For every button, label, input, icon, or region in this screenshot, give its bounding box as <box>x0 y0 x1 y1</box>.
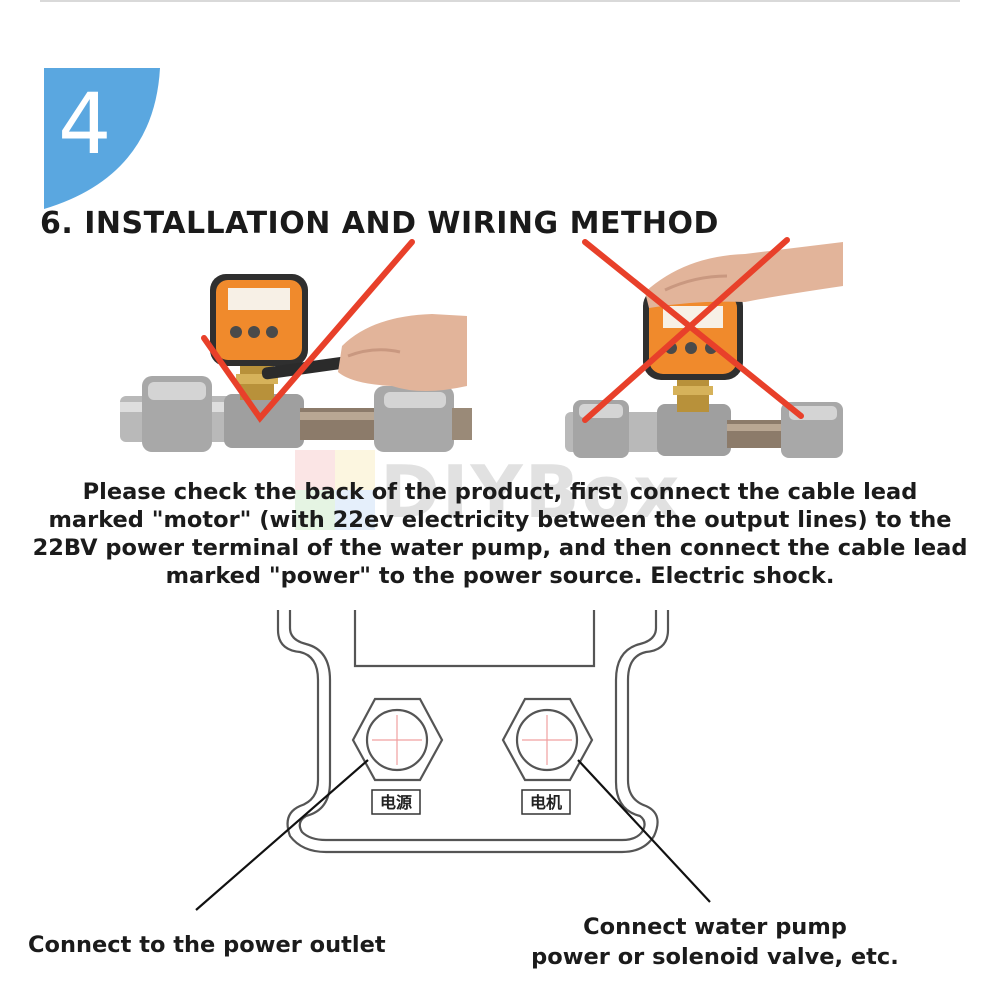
motor-port-label: 电机 <box>530 793 562 812</box>
wiring-diagram: 电源 电机 <box>195 610 711 911</box>
pipe-tee-center <box>224 394 304 448</box>
step-badge <box>44 68 160 209</box>
watermark-logo <box>295 450 375 530</box>
instruction-line: marked "motor" (with 22ev electricity be… <box>48 507 952 533</box>
top-divider <box>40 0 960 2</box>
cross-mark-line-2 <box>582 237 790 423</box>
instruction-line: 22BV power terminal of the water pump, a… <box>32 535 968 561</box>
cross-mark-line-1 <box>582 239 804 419</box>
power-outlet-callout: Connect to the power outlet <box>28 932 386 958</box>
motor-port-ring <box>515 708 579 772</box>
check-mark <box>201 239 415 423</box>
hand <box>338 314 467 391</box>
device-screen-outline <box>353 610 596 668</box>
incorrect-installation-photo <box>565 237 843 458</box>
pump-callout-line: Connect water pump <box>583 914 847 940</box>
motor-label-box <box>521 789 571 815</box>
motor-port-hex <box>501 697 594 782</box>
power-label-box <box>371 789 421 815</box>
step-badge-shape <box>44 68 160 209</box>
step-number: 4 <box>58 75 112 173</box>
controller-display <box>228 288 290 310</box>
page-title: 6. INSTALLATION AND WIRING METHOD <box>40 206 719 241</box>
power-port-label: 电源 <box>380 793 412 812</box>
power-port-ring <box>365 708 429 772</box>
instruction-line: Please check the back of the product, fi… <box>82 479 918 505</box>
pump-callout-line: power or solenoid valve, etc. <box>531 944 899 970</box>
correct-installation-photo <box>120 239 472 452</box>
power-leader-line <box>195 759 369 911</box>
instruction-line: marked "power" to the power source. Elec… <box>165 563 835 589</box>
watermark-text: DIYBox <box>380 450 682 534</box>
device-housing-outline <box>276 610 670 854</box>
pipe-tee-center <box>657 404 731 456</box>
installation-instructions: Please check the back of the product, fi… <box>30 478 970 590</box>
motor-leader-line <box>577 759 711 903</box>
power-port-hex <box>351 697 444 782</box>
pump-callout: Connect water pump power or solenoid val… <box>530 912 900 972</box>
